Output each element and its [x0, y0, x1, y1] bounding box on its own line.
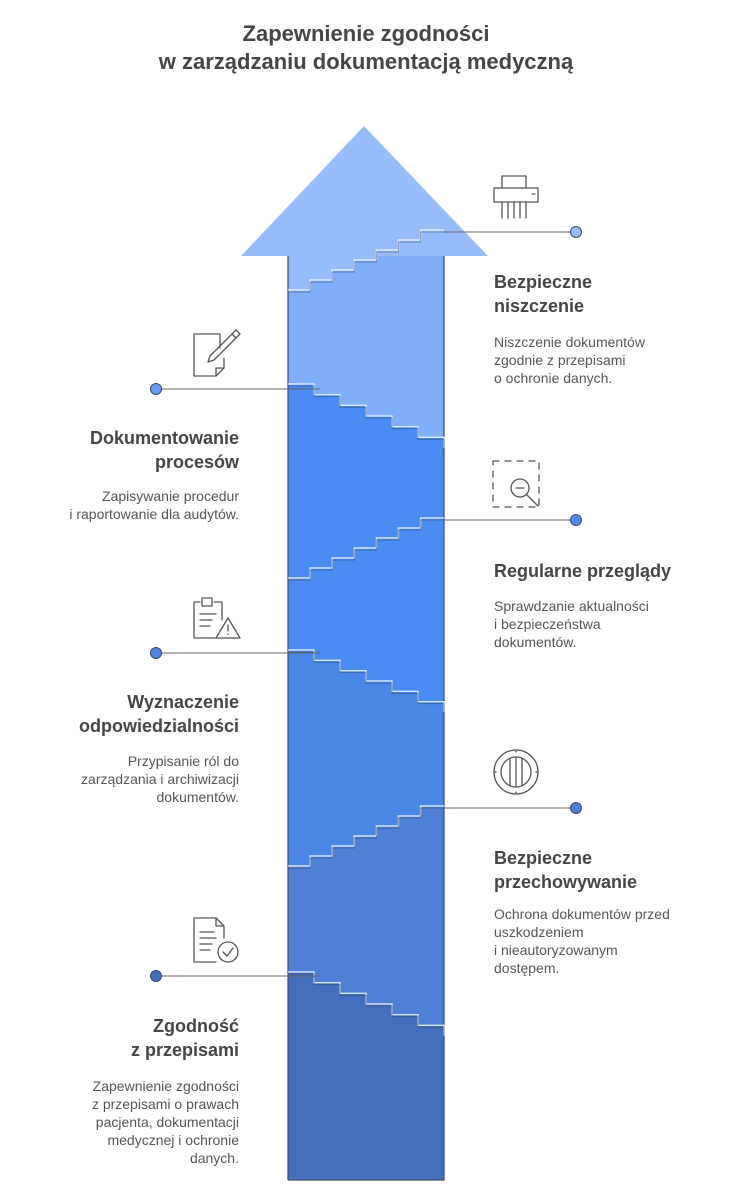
title-line-2: w zarządzaniu dokumentacją medyczną	[158, 49, 574, 74]
arrow-band-fade	[288, 230, 444, 448]
step-desc-dokumentowanie-procesow: Zapisywanie procedur i raportowanie dla …	[69, 488, 239, 522]
stair-shadow-2	[288, 385, 445, 450]
secure-vault-icon	[493, 749, 539, 795]
stair-shadow-4	[288, 651, 445, 714]
step-desc-bezpieczne-przechowywanie: Ochrona dokumentów przed uszkodzeniem i …	[494, 906, 670, 976]
step-desc-wyznaczenie-odpowiedzialnosci: Przypisanie ról do zarządzania i archiwi…	[81, 753, 239, 805]
stair-shadow-5	[288, 807, 444, 869]
step-desc-bezpieczne-niszczenie: Niszczenie dokumentów zgodnie z przepisa…	[494, 334, 645, 386]
connector-dot-bezpieczne-niszczenie	[570, 226, 582, 238]
stair-shadow-6	[288, 973, 445, 1038]
connector-dot-dokumentowanie-procesow	[150, 383, 162, 395]
step-title-dokumentowanie-procesow: Dokumentowanie procesów	[89, 428, 239, 472]
step-desc-regularne-przeglady: Sprawdzanie aktualności i bezpieczeństwa…	[494, 598, 649, 650]
arrow-band-regularne-przeglady	[288, 384, 444, 578]
stair-shadow-1	[288, 231, 444, 293]
stair-line-4	[288, 649, 445, 712]
connector-dot-zgodnosc-z-przepisami	[150, 970, 162, 982]
arrow-band-zgodnosc-z-przepisami	[288, 972, 444, 1180]
stair-line-6	[288, 971, 445, 1036]
connector-dot-bezpieczne-przechowywanie	[570, 802, 582, 814]
arrow-right-edge	[288, 256, 445, 1181]
stair-line-2	[288, 383, 445, 448]
arrow-band-bezpieczne-przechowywanie	[288, 806, 444, 1036]
stair-line-1	[288, 229, 444, 291]
step-title-regularne-przeglady: Regularne przeglądy	[494, 561, 672, 581]
title-line-1: Zapewnienie zgodności	[242, 21, 490, 46]
document-pen-icon	[193, 329, 241, 377]
step-title-wyznaczenie-odpowiedzialnosci: Wyznaczenie odpowiedzialności	[78, 692, 239, 736]
magnifier-zoom-out-icon	[492, 460, 540, 508]
clipboard-warning-icon	[193, 597, 241, 639]
arrow-band-wyznaczenie-odpowiedzialnosci-lower	[288, 650, 444, 866]
paper-shredder-icon	[493, 175, 539, 219]
step-desc-zgodnosc-z-przepisami: Zapewnienie zgodności z przepisami o pra…	[91, 1078, 239, 1166]
stair-shadow-3	[288, 519, 444, 581]
connector-dot-wyznaczenie-odpowiedzialnosci	[150, 647, 162, 659]
arrow-band-wyznaczenie-odpowiedzialnosci	[288, 518, 444, 712]
document-check-icon	[193, 917, 239, 963]
step-title-zgodnosc-z-przepisami: Zgodność z przepisami	[130, 1016, 239, 1060]
stair-line-5	[288, 805, 444, 867]
step-title-bezpieczne-niszczenie: Bezpieczne niszczenie	[494, 272, 593, 316]
page-title: Zapewnienie zgodności w zarządzaniu doku…	[0, 20, 732, 76]
connector-dot-regularne-przeglady	[570, 514, 582, 526]
stair-line-3	[288, 517, 444, 579]
step-title-bezpieczne-przechowywanie: Bezpieczne przechowywanie	[494, 848, 638, 892]
